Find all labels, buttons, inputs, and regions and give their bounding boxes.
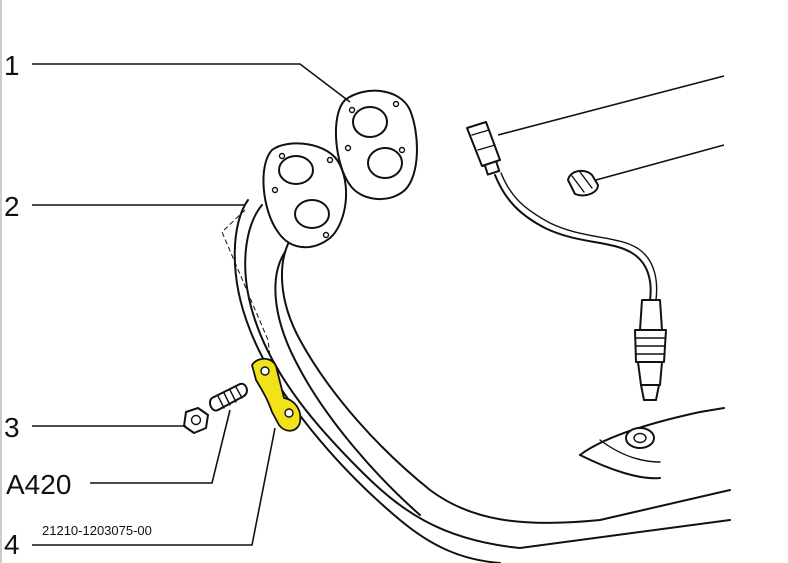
- callout-2: 2: [4, 191, 20, 222]
- leader-1: [32, 63, 351, 103]
- flange-gasket: [334, 89, 418, 201]
- assembly-guide-line: [221, 209, 273, 373]
- callout-4: 4: [4, 529, 20, 560]
- hex-nut: [183, 407, 209, 434]
- cable-clip: [567, 169, 599, 197]
- callout-1: 1: [4, 50, 20, 81]
- leader-4: [32, 427, 276, 546]
- lambda-sensor: [466, 121, 667, 401]
- leader-A420: [90, 409, 231, 484]
- manifold-flange: [262, 142, 347, 249]
- stud-bolt: [208, 382, 248, 412]
- connector-leader: [497, 75, 725, 136]
- part-number-label: 21210-1203075-00: [42, 523, 152, 538]
- exhaust-downpipe: [233, 199, 731, 563]
- callout-3: 3: [4, 412, 20, 443]
- callout-A420: A420: [6, 469, 71, 500]
- clip-leader: [595, 144, 725, 181]
- highlighted-bracket: [251, 357, 302, 432]
